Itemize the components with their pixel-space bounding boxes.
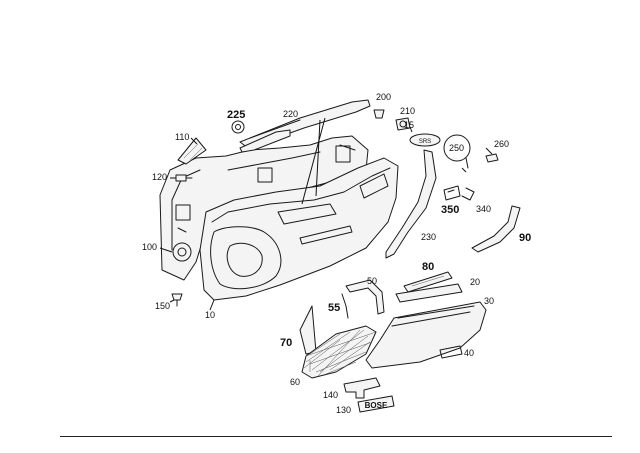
- callout-80: 80: [422, 261, 434, 273]
- lower-pocket-30: [365, 301, 487, 369]
- callout-15: 15: [404, 120, 414, 130]
- callout-labels: 10 15 20 30 40 50 55 60 70 80 90 100 110…: [142, 92, 531, 415]
- trim-strip-20: [395, 283, 463, 303]
- callout-140: 140: [323, 390, 338, 400]
- upper-trim-strip-lower: [239, 129, 291, 153]
- callout-210: 210: [400, 106, 415, 116]
- callout-225: 225: [227, 109, 245, 121]
- callout-90: 90: [519, 232, 531, 244]
- callout-55: 55: [328, 302, 340, 314]
- mirror-triangle-cover: [177, 137, 207, 165]
- clip-340: [461, 187, 475, 201]
- curved-trim-230: [385, 149, 437, 259]
- callout-350: 350: [441, 204, 459, 216]
- callout-200: 200: [376, 92, 391, 102]
- srs-badge-text: SRS: [419, 139, 431, 145]
- callout-110: 110: [175, 132, 189, 142]
- grab-handle-55: [341, 293, 349, 319]
- callout-250: 250: [449, 143, 464, 153]
- speaker-grille-250: [443, 134, 471, 169]
- callout-130: 130: [336, 405, 351, 415]
- leader-lines: [159, 117, 493, 311]
- fastener-200: [373, 109, 385, 119]
- curved-molding-90: [471, 205, 521, 253]
- clip-350: [443, 185, 461, 201]
- callout-340: 340: [476, 204, 491, 214]
- callout-10: 10: [205, 310, 215, 320]
- callout-150: 150: [155, 301, 170, 311]
- door-inner-frame: [159, 135, 369, 281]
- callout-30: 30: [484, 296, 494, 306]
- callout-100: 100: [142, 242, 157, 252]
- mesh-pocket-60: [301, 325, 377, 379]
- bracket-140: [343, 377, 381, 399]
- footer-divider: [60, 436, 612, 437]
- screw-260: [485, 153, 499, 163]
- callout-50: 50: [367, 276, 377, 286]
- trim-cap-225: [231, 120, 245, 134]
- callout-220: 220: [283, 109, 298, 119]
- grab-handle-50: [345, 279, 385, 315]
- callout-230: 230: [421, 232, 436, 242]
- triangle-piece-70: [299, 305, 317, 355]
- handle-strip-80: [403, 271, 453, 293]
- callout-40: 40: [464, 348, 474, 358]
- door-trim-panel: [199, 157, 399, 301]
- bose-badge: BOSE: [357, 395, 395, 413]
- screw-150: [171, 293, 183, 307]
- callout-70: 70: [280, 337, 292, 349]
- callout-20: 20: [470, 277, 480, 287]
- callout-260: 260: [494, 139, 509, 149]
- srs-badge: SRS: [409, 133, 441, 147]
- callout-120: 120: [152, 172, 167, 182]
- bose-badge-text: BOSE: [365, 401, 388, 410]
- callout-60: 60: [290, 377, 300, 387]
